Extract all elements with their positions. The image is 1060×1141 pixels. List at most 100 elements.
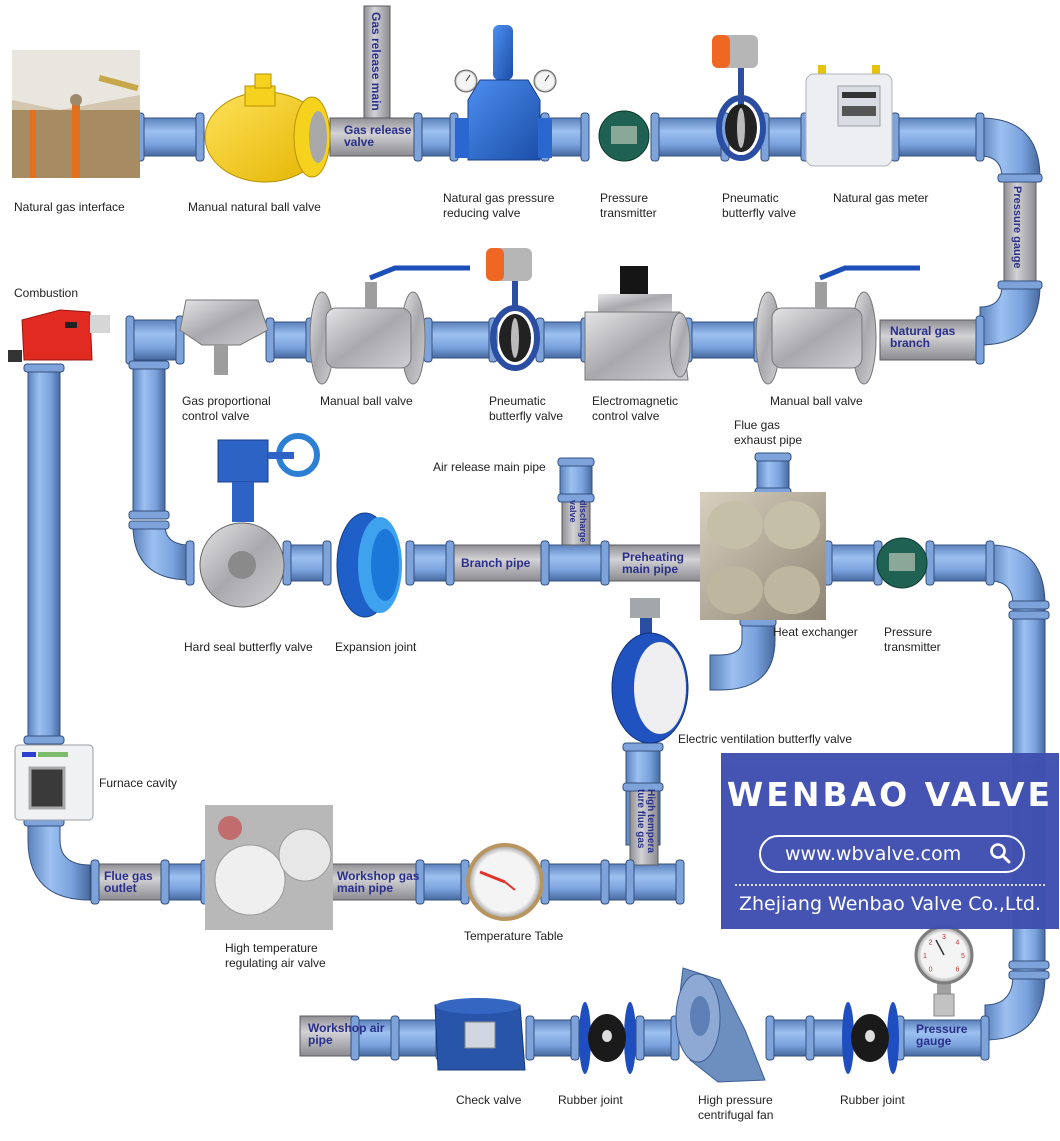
gauge-tick-label: 4 xyxy=(955,940,959,947)
pipe-flange xyxy=(580,112,590,162)
pipe-flange xyxy=(195,112,205,162)
high-temperature-flue-gas-pipe xyxy=(629,784,659,866)
air-valve-photo-icon xyxy=(205,805,333,930)
label-manual-natural-ball-valve: Manual natural ball valve xyxy=(188,200,321,214)
pipe-flange xyxy=(413,112,423,162)
pipe-flange xyxy=(23,735,65,745)
pipe-flange xyxy=(23,363,65,373)
pipe-flange xyxy=(980,1015,990,1061)
brand-name: WENBAO VALVE xyxy=(726,775,1054,814)
pipe-flange xyxy=(754,452,792,462)
pipe-flange xyxy=(625,859,635,905)
pipe-flange xyxy=(405,540,415,586)
label-air-release-main-pipe: Air release main pipe xyxy=(433,460,546,474)
label-electromagnetic-control-valve: Electromagnetic control valve xyxy=(592,394,679,423)
pressure-transmitter-icon xyxy=(598,110,650,162)
gas-release-main-pipe xyxy=(363,5,391,119)
furnace-icon xyxy=(14,744,94,821)
pipe-flange xyxy=(1008,960,1050,970)
pipe-flange xyxy=(540,540,550,586)
gas-interface-photo-icon xyxy=(12,50,140,178)
gas-release-valve-label-2: valve xyxy=(344,135,374,149)
pipe-flange xyxy=(985,540,995,586)
pipe-flange xyxy=(350,1015,360,1061)
pipe-flange xyxy=(997,280,1043,290)
gas-release-valve-pipe xyxy=(329,117,421,157)
label-pneumatic-butterfly-valve-mid: Pneumatic butterfly valve xyxy=(489,394,564,423)
pipe-flange xyxy=(185,540,195,586)
rubber-joint-icon xyxy=(842,1002,899,1074)
pipe-flange xyxy=(805,1015,815,1061)
hard-seal-butterfly-valve-icon xyxy=(199,433,320,608)
workshop-air-pipe-label-1: Workshop air xyxy=(308,1021,385,1035)
label-manual-ball-valve-1: Manual ball valve xyxy=(320,394,413,408)
preheating-main-pipe-label-2: main pipe xyxy=(622,562,678,576)
natural-gas-branch-label-2: branch xyxy=(890,336,930,350)
pipe-flange xyxy=(1008,610,1050,620)
pipe-flange xyxy=(635,1015,645,1061)
pipe-flange xyxy=(650,112,660,162)
label-furnace-cavity: Furnace cavity xyxy=(99,776,178,790)
branch-pipe xyxy=(449,544,546,582)
pipe-flange xyxy=(765,1015,775,1061)
pipe-flange xyxy=(600,859,610,905)
pipe-flange xyxy=(1008,970,1050,980)
centrifugal-fan-icon xyxy=(675,967,766,1083)
workshop-air-pipe-label-2: pipe xyxy=(308,1033,333,1047)
yellow-ball-valve-icon xyxy=(204,73,331,183)
search-icon[interactable] xyxy=(989,842,1011,864)
burner-icon xyxy=(8,309,110,362)
label-pressure-transmitter-mid: Pressure transmitter xyxy=(884,625,941,654)
label-gas-proportional-control-valve: Gas proportional control valve xyxy=(182,394,271,423)
high-temp-flue-gas-label-2: ture flue gas xyxy=(635,789,646,849)
high-temp-flue-gas-label-1: High tempera xyxy=(645,789,656,853)
label-rubber-joint-2: Rubber joint xyxy=(840,1093,905,1107)
expansion-joint-icon xyxy=(336,512,402,618)
pipe-flange xyxy=(1008,600,1050,610)
pneumatic-butterfly-valve-icon xyxy=(712,35,766,161)
pipe-flange xyxy=(390,1015,400,1061)
ball-valve-icon xyxy=(755,265,920,385)
workshop-air-pipe xyxy=(299,1015,356,1057)
brand-url-search-box[interactable]: www.wbvalve.com xyxy=(759,835,1025,873)
label-check-valve: Check valve xyxy=(456,1093,522,1107)
solenoid-valve-icon xyxy=(584,266,691,381)
pipe-flange xyxy=(415,859,425,905)
pipe-flange xyxy=(570,1015,580,1061)
pipe-flange xyxy=(160,859,170,905)
brand-url[interactable]: www.wbvalve.com xyxy=(785,843,962,865)
pipe-flange xyxy=(622,742,664,752)
discharge-valve-label-1: discharge xyxy=(578,500,588,543)
pipe-flange xyxy=(622,782,664,792)
workshop-gas-main-pipe-label-1: Workshop gas xyxy=(337,869,420,883)
label-hard-seal-butterfly-valve: Hard seal butterfly valve xyxy=(184,640,313,654)
flue-gas-outlet-label-1: Flue gas xyxy=(104,869,153,883)
natural-gas-branch-pipe xyxy=(879,319,981,361)
discharge-valve-pipe xyxy=(561,497,591,546)
label-pressure-transmitter-top: Pressure transmitter xyxy=(600,191,657,220)
pressure-gauge-bottom-label-1: Pressure xyxy=(916,1022,968,1036)
pipe-flange xyxy=(557,493,595,503)
gas-meter-icon xyxy=(805,65,893,167)
label-natural-gas-pressure-reducing-valve: Natural gas pressure reducing valve xyxy=(443,191,555,220)
pipe-network xyxy=(27,117,1046,1057)
check-valve-icon xyxy=(434,998,526,1071)
workshop-gas-main-pipe-label-2: main pipe xyxy=(337,881,393,895)
electric-butterfly-valve-icon xyxy=(611,598,689,744)
label-heat-exchanger: Heat exchanger xyxy=(773,625,858,639)
label-combustion: Combustion xyxy=(14,286,79,300)
label-expansion-joint: Expansion joint xyxy=(335,640,417,654)
branch-pipe-label: Branch pipe xyxy=(461,556,531,570)
thermometer-dial-icon xyxy=(466,843,544,921)
pressure-transmitter-icon xyxy=(876,537,928,589)
pipe-label-text: Gas release main Gas release valve Press… xyxy=(104,12,1023,1048)
pipe-flange xyxy=(975,315,985,365)
pressure-gauge-vertical-label: Pressure gauge xyxy=(1011,186,1023,269)
pressure-reducing-valve-icon xyxy=(454,25,557,161)
label-pneumatic-butterfly-valve-top: Pneumatic butterfly valve xyxy=(722,191,797,220)
pipe-flange xyxy=(445,540,455,586)
pipe-flange xyxy=(128,520,170,530)
label-manual-ball-valve-2: Manual ball valve xyxy=(770,394,863,408)
gauge-tick-label: 6 xyxy=(955,966,959,973)
heat-exchanger-photo-icon xyxy=(700,492,826,620)
